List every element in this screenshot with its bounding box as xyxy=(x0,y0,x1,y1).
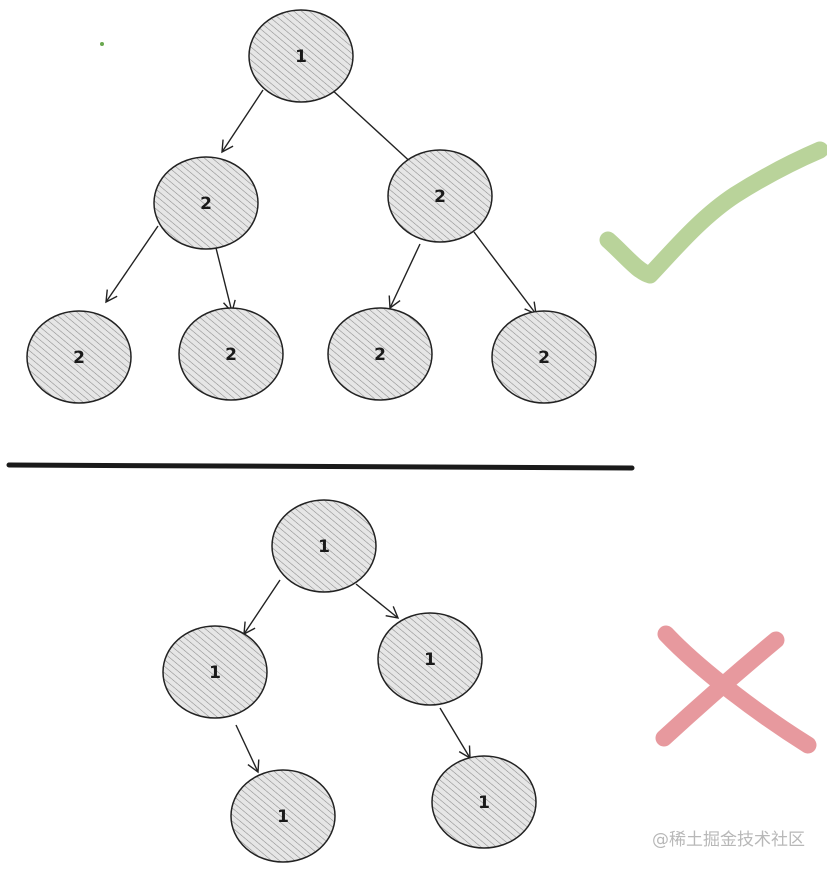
edge-root-left xyxy=(243,579,281,636)
node-label: 1 xyxy=(277,807,289,827)
bottom-tree-nodes: 1 1 1 1 1 xyxy=(162,499,537,863)
divider-line xyxy=(6,462,635,471)
edge-right-rr xyxy=(473,231,537,316)
edge-right-rl xyxy=(388,243,421,310)
tree-node: 1 xyxy=(162,625,268,719)
tree-node: 1 xyxy=(431,755,537,849)
node-label: 2 xyxy=(434,187,446,207)
bottom-tree-edges xyxy=(235,579,471,774)
node-label: 2 xyxy=(73,348,85,368)
edge-left-ll xyxy=(105,225,159,304)
node-label: 2 xyxy=(225,345,237,365)
tree-node: 1 xyxy=(248,9,354,103)
edge-root-left xyxy=(221,89,264,154)
tree-node: 2 xyxy=(387,149,493,243)
node-label: 1 xyxy=(424,650,436,670)
tree-node: 2 xyxy=(491,310,597,404)
tree-node: 1 xyxy=(230,769,336,863)
edge-right-child xyxy=(439,707,471,760)
tree-node: 1 xyxy=(377,612,483,706)
node-label: 1 xyxy=(318,537,330,557)
node-label: 2 xyxy=(200,194,212,214)
cross-icon xyxy=(655,625,817,754)
node-label: 1 xyxy=(295,47,307,67)
edge-left-child xyxy=(235,724,260,774)
tree-node: 2 xyxy=(178,307,284,401)
tree-node: 2 xyxy=(26,310,132,404)
tree-node: 1 xyxy=(271,499,377,593)
edge-root-right xyxy=(355,583,400,619)
tree-node: 2 xyxy=(153,156,259,250)
node-label: 1 xyxy=(209,663,221,683)
tree-node: 2 xyxy=(327,307,433,401)
stray-dot xyxy=(100,42,104,46)
edge-left-lr xyxy=(215,247,236,314)
check-icon xyxy=(599,141,827,284)
watermark: @稀土掘金技术社区 xyxy=(652,830,805,850)
node-label: 2 xyxy=(374,345,386,365)
node-label: 1 xyxy=(478,793,490,813)
node-label: 2 xyxy=(538,348,550,368)
top-tree-nodes: 1 2 2 2 2 2 2 xyxy=(26,9,597,404)
